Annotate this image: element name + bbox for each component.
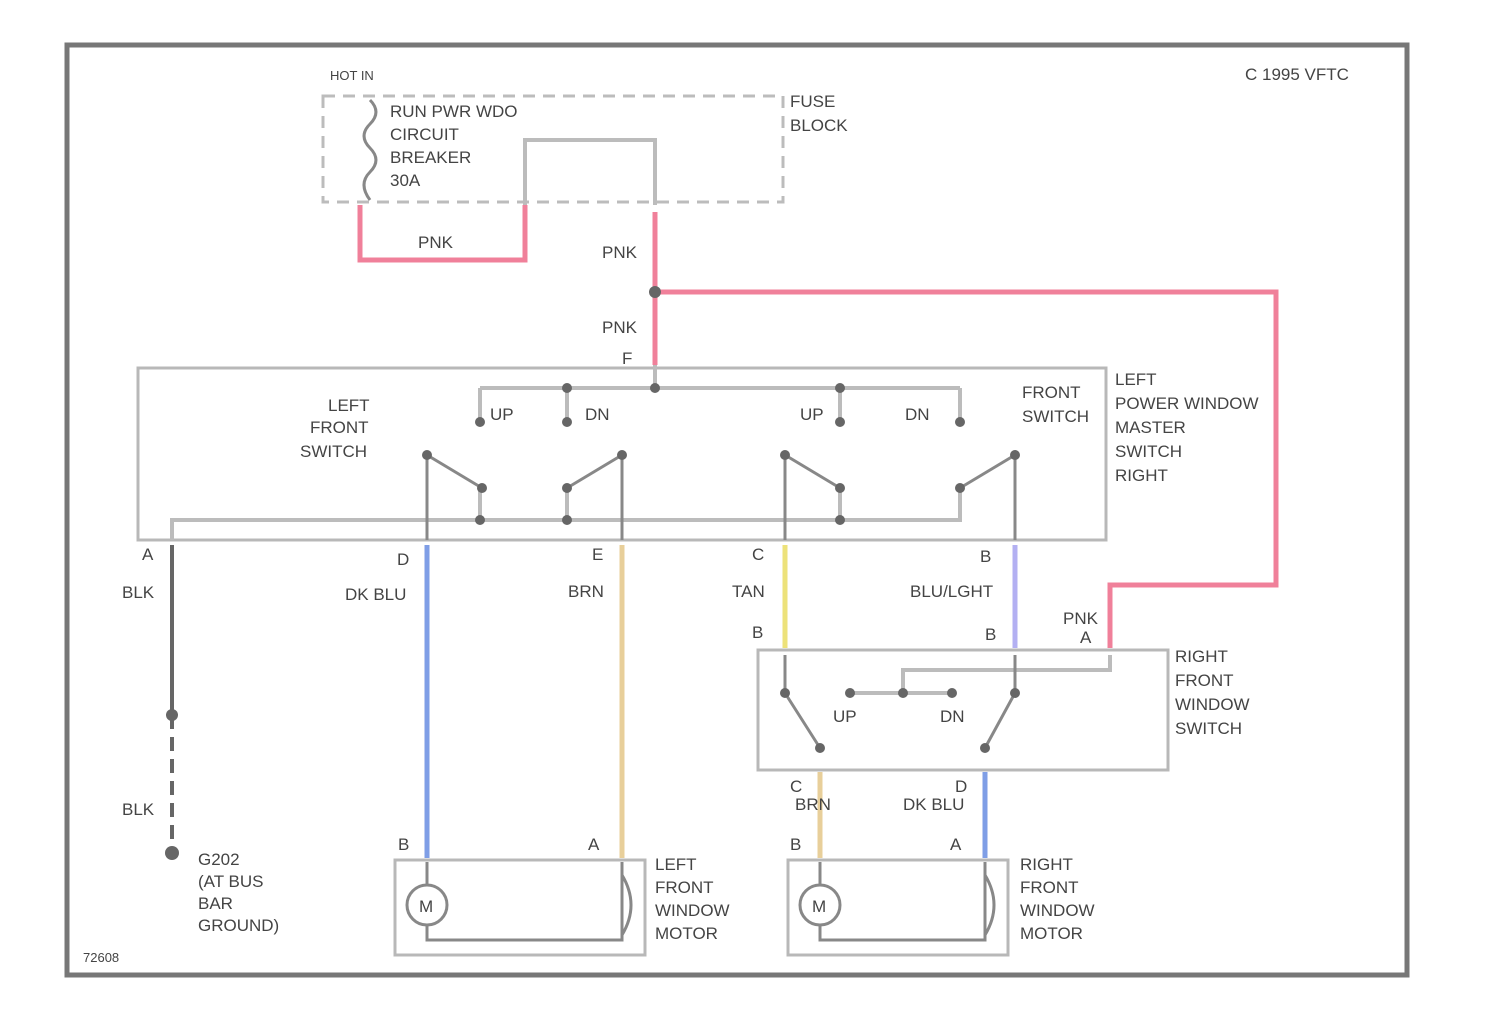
fuse-block-line-2: BLOCK [790, 116, 848, 135]
rs-name-2: FRONT [1175, 671, 1234, 690]
master-switch-name-2: POWER WINDOW [1115, 394, 1259, 413]
pin-a: A [142, 545, 154, 564]
rm-name-2: FRONT [1020, 878, 1079, 897]
rm-name-3: WINDOW [1020, 901, 1095, 920]
left-front-switch-2: FRONT [310, 418, 369, 437]
ground-line-1: G202 [198, 850, 240, 869]
ground-splice-dot [166, 709, 178, 721]
blk-label-1: BLK [122, 583, 155, 602]
lm-pin-b: B [398, 835, 409, 854]
rm-name-1: RIGHT [1020, 855, 1073, 874]
rs-pin-d: D [955, 777, 967, 796]
lm-pin-a: A [588, 835, 600, 854]
dk-blu-label-right: DK BLU [903, 795, 964, 814]
pnk-label-3: PNK [602, 318, 638, 337]
rm-pin-a: A [950, 835, 962, 854]
lf-dn-label: DN [585, 405, 610, 424]
rs-pin-b2: B [985, 625, 996, 644]
diagram-frame [67, 45, 1407, 975]
fuse-bus-wire [525, 140, 655, 205]
ground-line-4: GROUND) [198, 916, 279, 935]
right-front-window-switch: B B A RIGHT FRONT WINDOW SWITCH UP DN [752, 623, 1250, 770]
fuse-block-line-1: FUSE [790, 92, 835, 111]
diagram-code: 72608 [83, 950, 119, 965]
left-motor-m: M [419, 897, 433, 916]
hot-in-label: HOT IN [330, 68, 374, 83]
breaker-line-1: RUN PWR WDO [390, 102, 517, 121]
ground-dot [165, 846, 179, 860]
brn-label-right: BRN [795, 795, 831, 814]
rf-up-label: UP [800, 405, 824, 424]
master-switch-name-3: MASTER [1115, 418, 1186, 437]
blu-lght-label: BLU/LGHT [910, 582, 993, 601]
right-front-switch-1: FRONT [1022, 383, 1081, 402]
rm-pin-b: B [790, 835, 801, 854]
blk-label-2: BLK [122, 800, 155, 819]
brn-label-left: BRN [568, 582, 604, 601]
lm-name-4: MOTOR [655, 924, 718, 943]
copyright-label: C 1995 VFTC [1245, 65, 1349, 84]
pnk-label-4: PNK [1063, 609, 1099, 628]
pin-d: D [397, 550, 409, 569]
master-switch-name-5: RIGHT [1115, 466, 1168, 485]
ground-line-3: BAR [198, 894, 233, 913]
right-front-switch-2: SWITCH [1022, 407, 1089, 426]
master-switch-name-1: LEFT [1115, 370, 1157, 389]
rf-dn-label: DN [905, 405, 930, 424]
pin-e: E [592, 545, 603, 564]
lf-up-label: UP [490, 405, 514, 424]
lm-name-3: WINDOW [655, 901, 730, 920]
rm-name-4: MOTOR [1020, 924, 1083, 943]
power-window-master-switch: LEFT POWER WINDOW MASTER SWITCH RIGHT LE… [138, 349, 1259, 540]
rs-pin-c: C [790, 777, 802, 796]
pnk-label-2: PNK [602, 243, 638, 262]
rs-dn-label: DN [940, 707, 965, 726]
right-motor-m: M [812, 897, 826, 916]
fuse-block: RUN PWR WDO CIRCUIT BREAKER 30A FUSE BLO… [323, 92, 848, 202]
left-front-switch-1: LEFT [328, 396, 370, 415]
rs-up-label: UP [833, 707, 857, 726]
pin-f: F [622, 349, 632, 368]
pin-c: C [752, 545, 764, 564]
right-front-window-motor: B A M RIGHT FRONT WINDOW MOTOR [788, 835, 1095, 955]
pnk-label-1: PNK [418, 233, 454, 252]
left-front-switch-3: SWITCH [300, 442, 367, 461]
rs-name-4: SWITCH [1175, 719, 1242, 738]
splice-dot [649, 286, 661, 298]
dk-blu-label-left: DK BLU [345, 585, 406, 604]
breaker-line-3: BREAKER [390, 148, 471, 167]
breaker-line-4: 30A [390, 171, 421, 190]
lm-name-1: LEFT [655, 855, 697, 874]
left-front-window-motor: B A M LEFT FRONT WINDOW MOTOR [395, 835, 730, 955]
ground-line-2: (AT BUS [198, 872, 264, 891]
rs-pin-b1: B [752, 623, 763, 642]
lm-name-2: FRONT [655, 878, 714, 897]
master-switch-name-4: SWITCH [1115, 442, 1182, 461]
rs-name-1: RIGHT [1175, 647, 1228, 666]
pin-b: B [980, 547, 991, 566]
rs-name-3: WINDOW [1175, 695, 1250, 714]
breaker-line-2: CIRCUIT [390, 125, 459, 144]
tan-label: TAN [732, 582, 765, 601]
rs-pin-a: A [1080, 628, 1092, 647]
